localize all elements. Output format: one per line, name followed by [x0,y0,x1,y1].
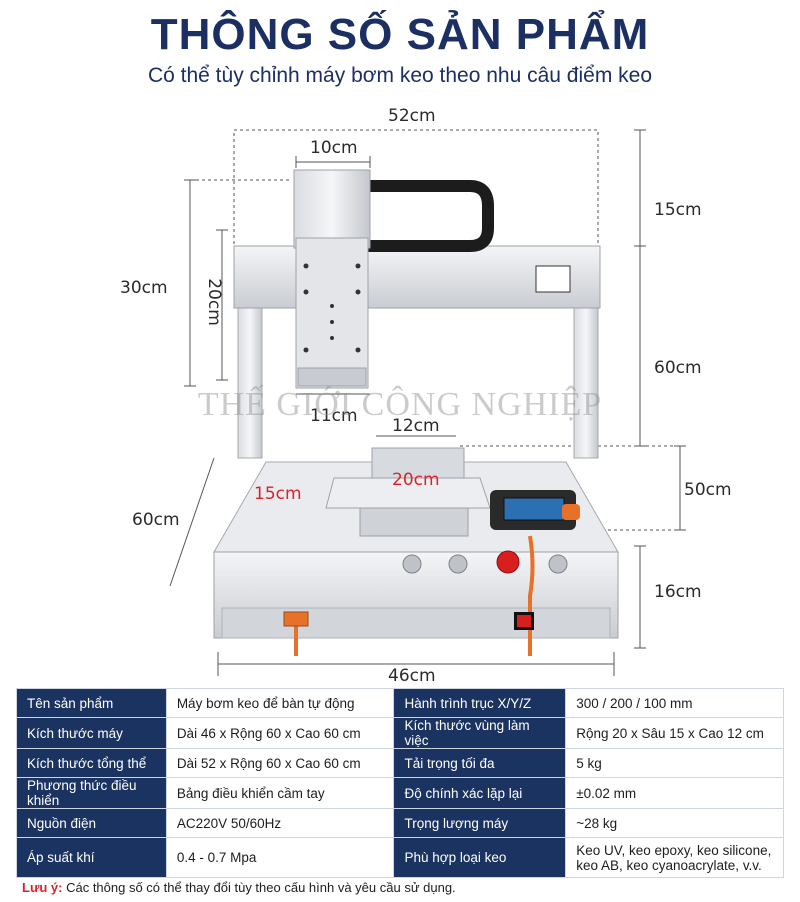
button-2 [448,554,468,574]
spec-key: Tên sản phẩm [16,688,167,718]
warning-label [535,265,571,293]
spec-key: Kích thước vùng làm việc [393,717,567,749]
dimension-lines [169,129,686,676]
cable-chain [368,180,494,252]
dim-label-15cm: 15cm [654,200,702,220]
dim-label-12cm: 12cm [392,416,440,436]
spec-value: 0.4 - 0.7 Mpa [165,837,395,878]
dim-line-60-left [169,457,215,587]
dim-label-50cm: 50cm [684,480,732,500]
table-row: Phương thức điều khiển Bảng điều khiển c… [16,777,784,809]
spec-value: Rộng 20 x Sâu 15 x Cao 12 cm [565,717,784,749]
spec-value: ~28 kg [565,808,784,838]
spec-key: Phương thức điều khiển [16,777,167,809]
machine-illustration: 52cm 10cm 15cm 30cm 20cm 60cm 11cm 12cm … [0,96,800,686]
dim-label-16cm: 16cm [654,582,702,602]
dim-label-30cm: 30cm [120,278,168,298]
spec-key: Hành trình trục X/Y/Z [393,688,567,718]
z-axis-plate [295,237,369,389]
z-axis-top [293,169,371,249]
dim-label-60cm-left: 60cm [132,510,180,530]
dim-label-46cm: 46cm [388,666,436,686]
spec-value-line: Keo UV, keo epoxy, keo silicone, [576,842,772,858]
table-row: Nguồn điện AC220V 50/60Hz Trọng lượng má… [16,808,784,838]
spec-key: Trọng lượng máy [393,808,567,838]
spec-key: Kích thước máy [16,717,167,749]
table-row: Kích thước máy Dài 46 x Rộng 60 x Cao 60… [16,717,784,749]
spec-key: Kích thước tổng thể [16,748,167,778]
spec-value: ±0.02 mm [565,777,784,809]
footnote: Lưu ý: Các thông số có thể thay đổi tùy … [22,880,456,895]
specs-table: Tên sản phẩm Máy bơm keo để bàn tự động … [16,688,784,878]
dim-label-20cm-vertical: 20cm [203,278,224,326]
spec-value: Dài 52 x Rộng 60 x Cao 60 cm [165,748,395,778]
spec-value-line: keo AB, keo cyanoacrylate, v.v. [576,857,762,873]
page-subtitle: Có thể tùy chỉnh máy bơm keo theo nhu câ… [147,64,653,87]
footnote-label: Lưu ý: [22,880,63,895]
spec-key: Tải trọng tối đa [393,748,567,778]
spec-value: Bảng điều khiển cầm tay [165,777,395,809]
spec-key: Áp suất khí [16,837,167,878]
dim-label-11cm: 11cm [310,406,358,426]
spec-key: Nguồn điện [16,808,167,838]
dim-label-60cm-right: 60cm [654,358,702,378]
button-3 [548,554,568,574]
table-row: Áp suất khí 0.4 - 0.7 Mpa Phù hợp loại k… [16,837,784,878]
machine-drawing [169,129,686,676]
spec-key: Độ chính xác lặp lại [393,777,567,809]
dim-label-52cm: 52cm [388,106,436,126]
button-1 [402,554,422,574]
orange-cable-right [528,535,535,656]
spec-value: AC220V 50/60Hz [165,808,395,838]
emergency-stop-button [496,550,520,574]
spec-key: Phù hợp loại keo [393,837,567,878]
dim-label-15cm-table: 15cm [254,484,302,504]
page-title: THÔNG SỐ SẢN PHẨM [150,10,650,59]
dim-label-10cm: 10cm [310,138,358,158]
table-row: Tên sản phẩm Máy bơm keo để bàn tự động … [16,688,784,718]
spec-value: Dài 46 x Rộng 60 x Cao 60 cm [165,717,395,749]
footnote-text: Các thông số có thể thay đổi tùy theo cấ… [66,880,456,895]
spec-value: 5 kg [565,748,784,778]
dim-label-20cm-table: 20cm [392,470,440,490]
spec-value: 300 / 200 / 100 mm [565,688,784,718]
table-row: Kích thước tổng thể Dài 52 x Rộng 60 x C… [16,748,784,778]
spec-value: Keo UV, keo epoxy, keo silicone, keo AB,… [565,837,784,878]
watermark-text: THẾ GIỚI CÔNG NGHIỆP [197,386,603,423]
spec-value: Máy bơm keo để bàn tự động [165,688,395,718]
